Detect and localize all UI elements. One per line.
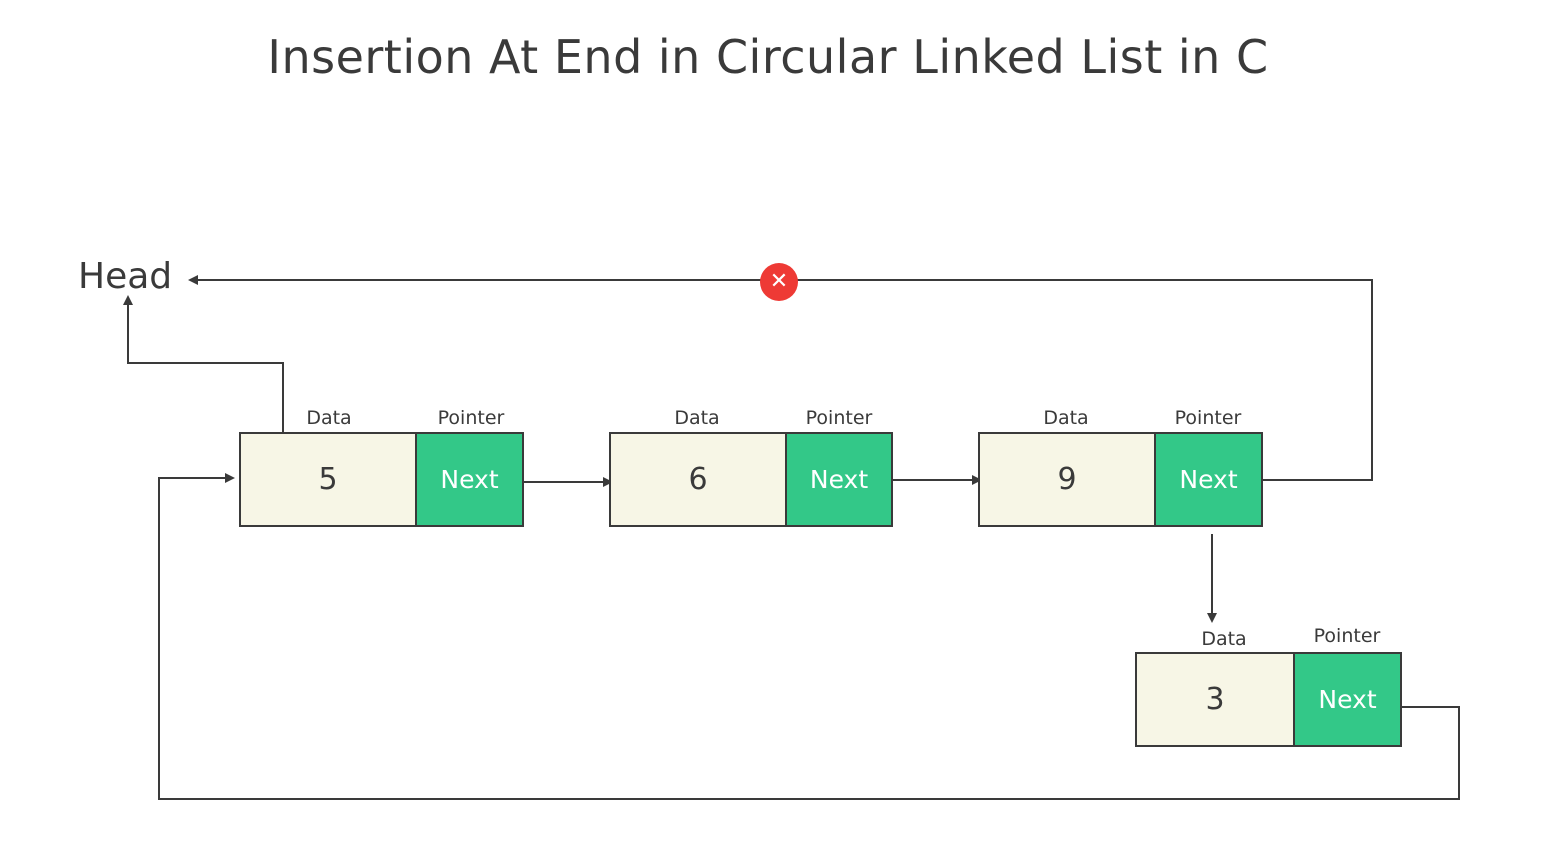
node2-data-value: 6 bbox=[609, 432, 787, 527]
new-node-next-pointer: Next bbox=[1295, 652, 1402, 747]
close-icon: ✕ bbox=[760, 263, 798, 301]
new-node-to-first-node-link bbox=[158, 473, 1460, 800]
node2-next-pointer: Next bbox=[787, 432, 893, 527]
diagram-title: Insertion At End in Circular Linked List… bbox=[267, 30, 1269, 84]
node1-next-pointer: Next bbox=[417, 432, 524, 527]
new-node: 3 Next bbox=[1135, 652, 1402, 747]
node2-data-label: Data bbox=[674, 407, 720, 429]
node3-data-value: 9 bbox=[978, 432, 1156, 527]
node1-pointer-label: Pointer bbox=[437, 407, 505, 429]
node-2: 6 Next bbox=[609, 432, 893, 527]
node3-data-label: Data bbox=[1043, 407, 1089, 429]
node-3: 9 Next bbox=[978, 432, 1263, 527]
node-1: 5 Next bbox=[239, 432, 524, 527]
node3-next-pointer: Next bbox=[1156, 432, 1263, 527]
new-node-data-label: Data bbox=[1201, 628, 1247, 650]
node1-to-head-link bbox=[123, 295, 284, 433]
node1-data-value: 5 bbox=[239, 432, 417, 527]
new-node-data-value: 3 bbox=[1135, 652, 1295, 747]
new-node-pointer-label: Pointer bbox=[1313, 625, 1381, 647]
node3-pointer-label: Pointer bbox=[1174, 407, 1242, 429]
node2-pointer-label: Pointer bbox=[805, 407, 873, 429]
head-label: Head bbox=[78, 256, 173, 297]
node1-data-label: Data bbox=[306, 407, 352, 429]
